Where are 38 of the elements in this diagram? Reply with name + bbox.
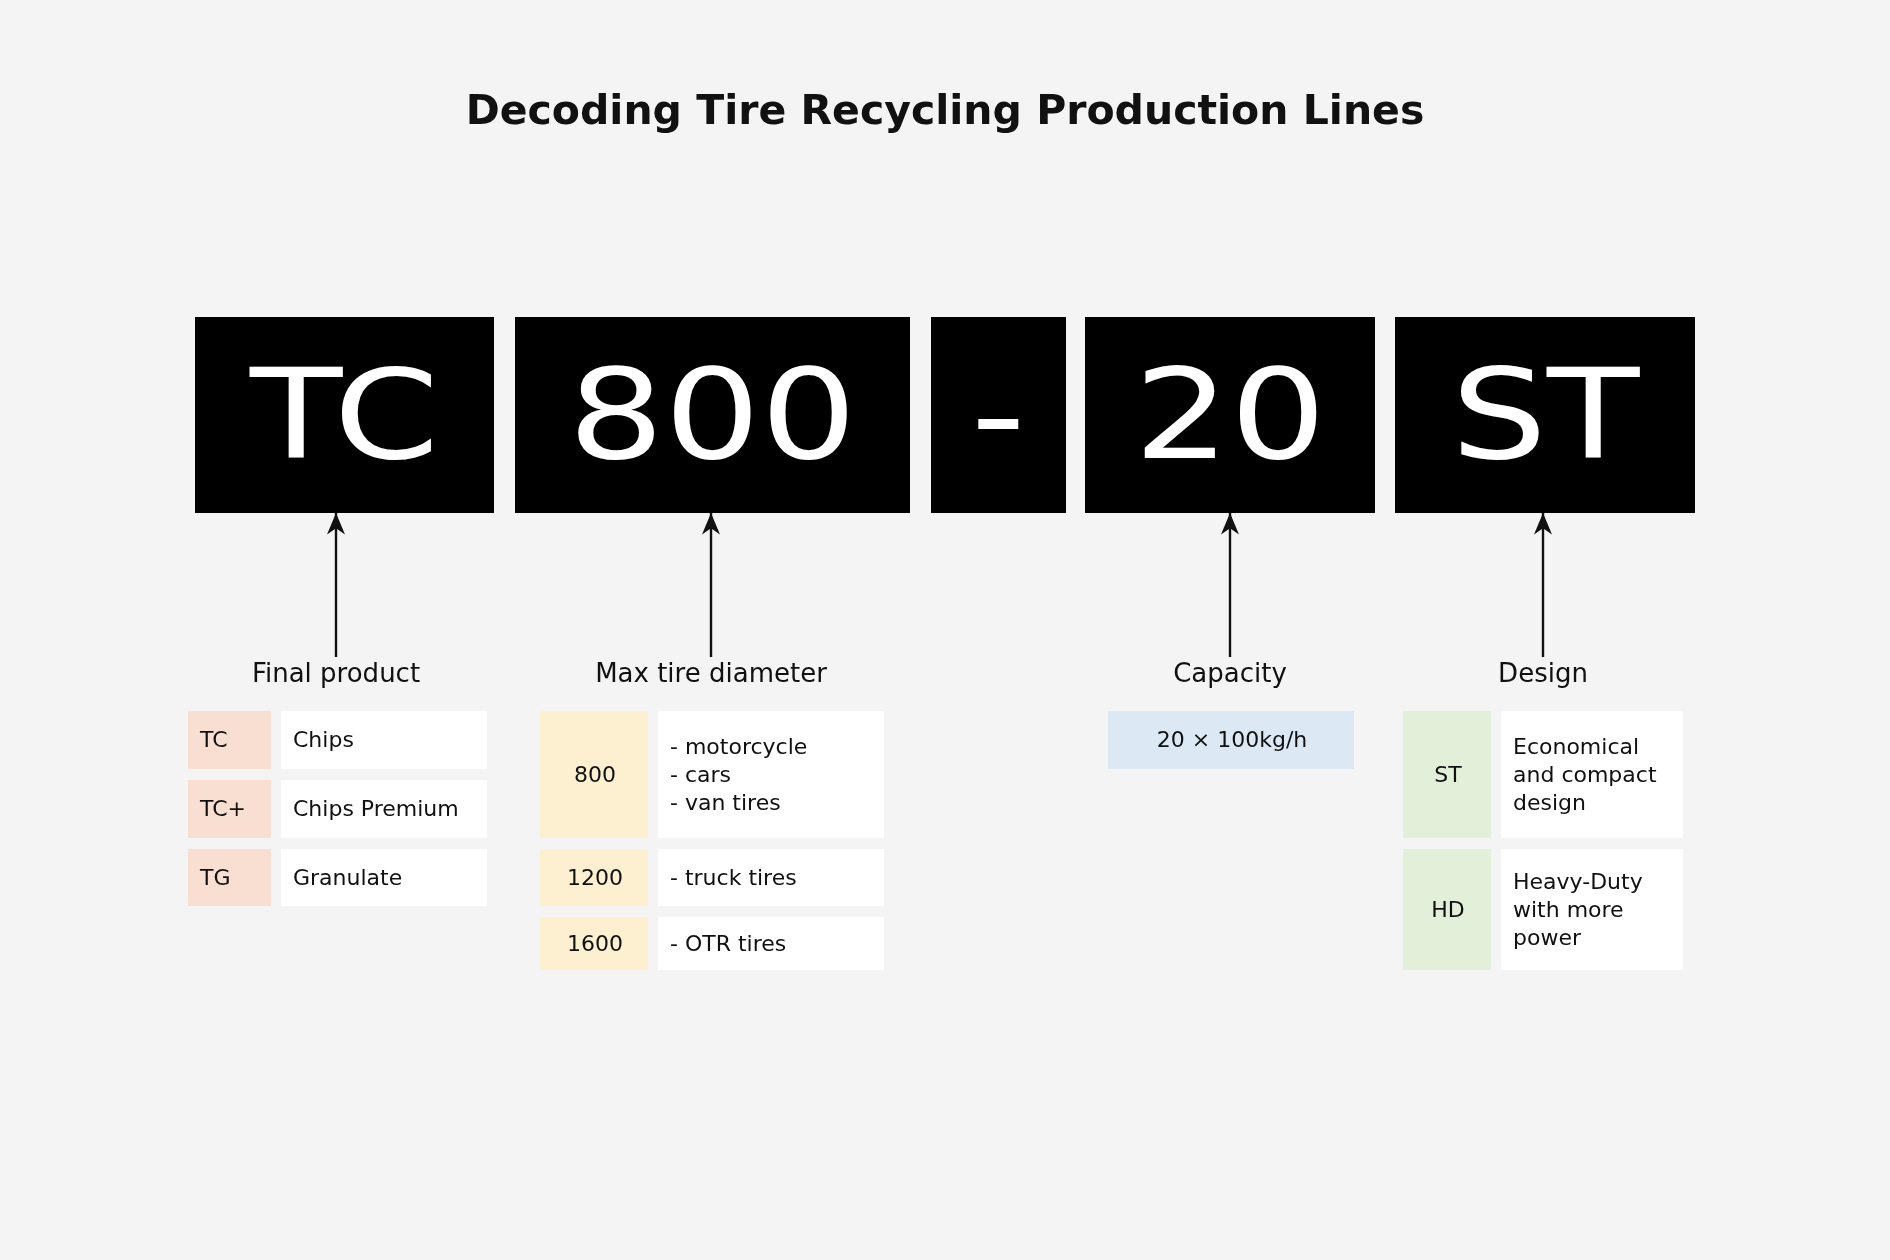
arrow xyxy=(702,513,720,657)
capacity-value: 20 × 100kg/h xyxy=(1156,726,1308,754)
category-label: Max tire diameter xyxy=(595,657,827,689)
code-label: TC+ xyxy=(200,795,246,823)
code-label: 1200 xyxy=(567,863,623,892)
code-segment-text: TC xyxy=(249,353,440,477)
category-label: Design xyxy=(1498,657,1588,689)
code-tile xyxy=(1395,317,1695,513)
list-item: - cars xyxy=(670,760,731,789)
arrow xyxy=(1534,513,1552,657)
description-text: Chips xyxy=(293,726,354,754)
description-text: Chips Premium xyxy=(293,795,459,823)
list-item: - motorcycle xyxy=(670,732,808,761)
code-tile xyxy=(515,317,910,513)
arrow xyxy=(1221,513,1239,657)
code-label: TG xyxy=(200,863,231,892)
code-label: ST xyxy=(1434,760,1462,789)
list-item: - van tires xyxy=(670,788,781,817)
code-segment-text: ST xyxy=(1450,353,1640,477)
list-item: - OTR tires xyxy=(670,929,787,958)
category-label: Capacity xyxy=(1173,657,1287,689)
code-label: 800 xyxy=(574,760,616,789)
code-label: HD xyxy=(1431,895,1465,924)
arrow xyxy=(327,513,345,657)
code-segment-text: - xyxy=(971,353,1026,477)
title: Decoding Tire Recycling Production Lines xyxy=(465,85,1425,136)
description-text: Heavy-Duty with more power xyxy=(1513,867,1644,952)
code-label: TC xyxy=(200,726,228,754)
code-segment-text: 800 xyxy=(568,353,857,477)
list-item: - truck tires xyxy=(670,863,797,892)
code-label: 1600 xyxy=(567,929,623,958)
category-label: Final product xyxy=(251,657,421,689)
code-tile xyxy=(931,317,1066,513)
code-tile xyxy=(1085,317,1375,513)
code-segment-text: 20 xyxy=(1133,353,1327,477)
description-text: Granulate xyxy=(293,863,403,892)
description-text: Economical and compact design xyxy=(1513,732,1658,817)
code-tile xyxy=(195,317,494,513)
